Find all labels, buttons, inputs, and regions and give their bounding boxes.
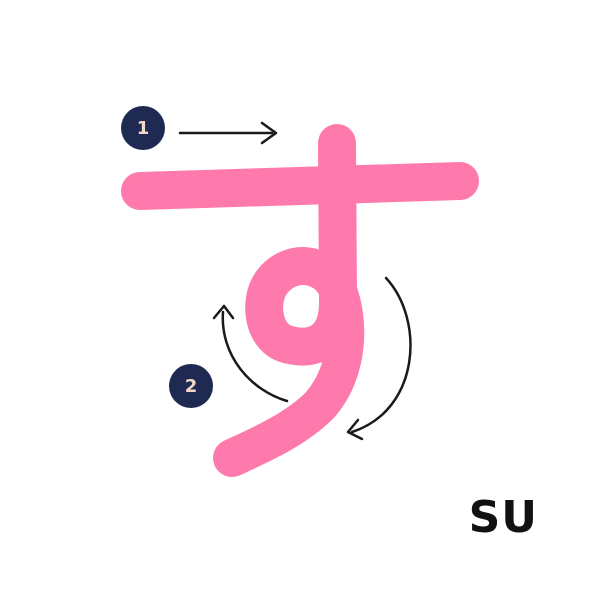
stroke-1-arrow xyxy=(178,121,278,145)
romaji-label: SU xyxy=(468,492,538,543)
stroke-2-tail-arrow xyxy=(346,276,412,441)
stroke-2-loop-arrow xyxy=(212,304,289,403)
stroke-1-path xyxy=(121,162,479,210)
stroke-1-number: 1 xyxy=(136,117,150,139)
stroke-1-badge: 1 xyxy=(121,106,165,150)
stroke-2-badge: 2 xyxy=(169,364,213,408)
stroke-2-number: 2 xyxy=(184,375,198,397)
kana-su xyxy=(121,124,479,477)
stroke-2-path xyxy=(213,124,365,477)
